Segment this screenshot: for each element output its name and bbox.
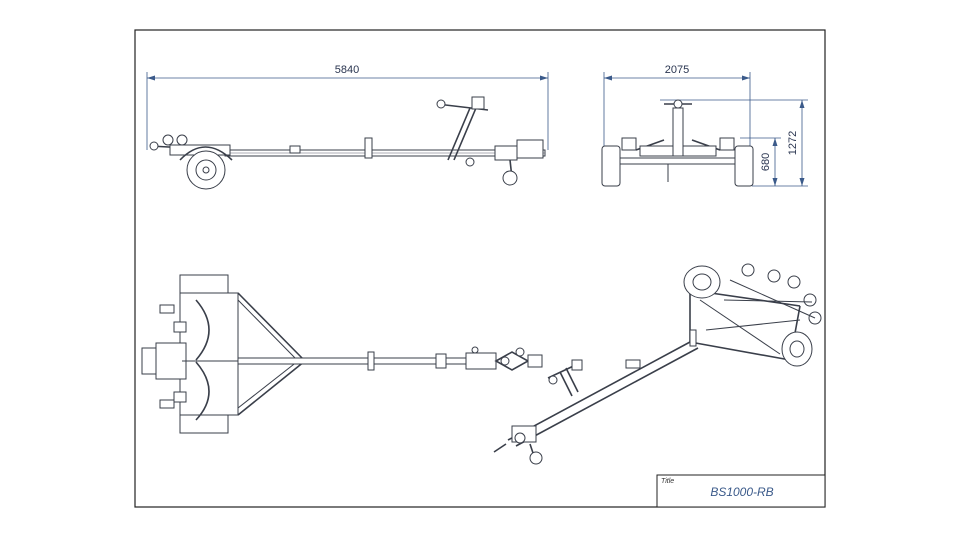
title-value: BS1000-RB bbox=[710, 485, 773, 499]
side-view: 5840 bbox=[146, 64, 549, 190]
dimension-length-text: 5840 bbox=[335, 64, 359, 76]
dimension-width-text: 2075 bbox=[665, 64, 689, 76]
dimension-height-bed-text: 680 bbox=[760, 153, 772, 171]
top-view bbox=[141, 274, 543, 434]
drawing-border bbox=[134, 29, 826, 508]
front-view: 2075 1272 680 bbox=[601, 64, 808, 187]
title-block: Title BS1000-RB bbox=[656, 474, 826, 508]
isometric-view bbox=[493, 263, 822, 465]
dimension-height-total-text: 1272 bbox=[787, 131, 799, 155]
dimension-height-bed: 680 bbox=[740, 137, 781, 186]
dimension-length: 5840 bbox=[146, 64, 549, 150]
dimension-width: 2075 bbox=[603, 64, 751, 150]
dimension-height-total: 1272 bbox=[660, 99, 808, 187]
title-label: Title bbox=[661, 478, 674, 485]
